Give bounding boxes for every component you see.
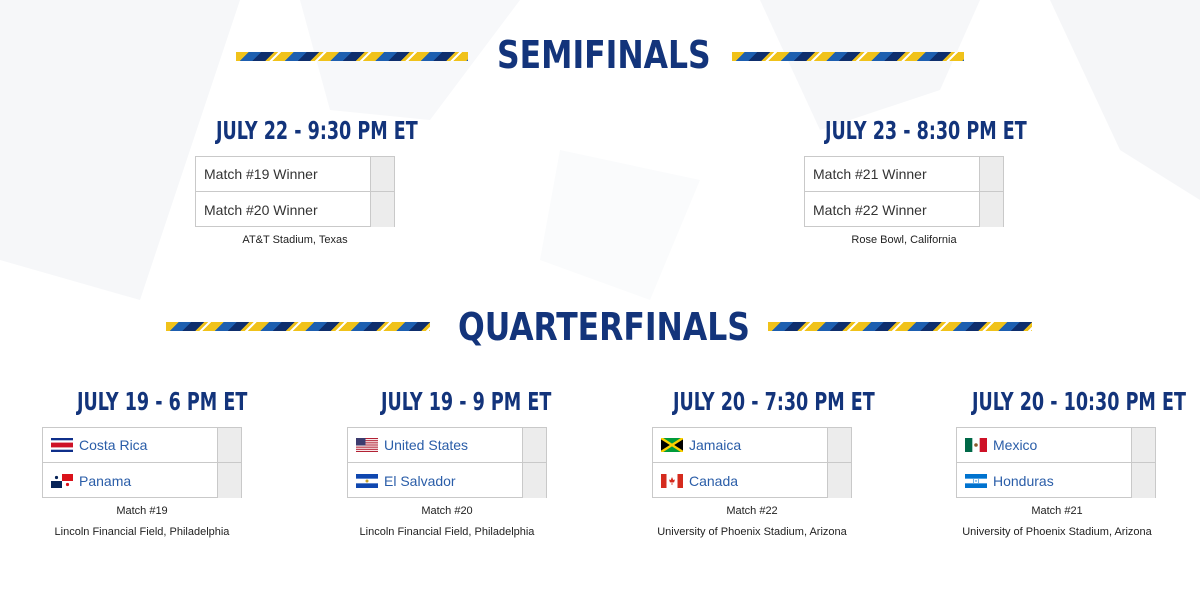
match-number-label: Match #20 <box>421 505 473 517</box>
score-cell <box>522 463 546 498</box>
score-cell <box>370 192 394 227</box>
score-cell <box>370 157 394 191</box>
team-row[interactable]: Mexico <box>957 428 1155 463</box>
team-name: Jamaica <box>689 437 742 453</box>
decorative-stripe-right <box>732 52 964 61</box>
quarterfinal-match-box[interactable]: Jamaica Canada <box>652 427 852 498</box>
team-row[interactable]: Honduras <box>957 463 1155 498</box>
decorative-stripe-left <box>236 52 468 61</box>
team-row[interactable]: Match #21 Winner <box>805 157 1003 192</box>
semifinal-match-box[interactable]: Match #21 Winner Match #22 Winner <box>804 156 1004 227</box>
honduras-flag-icon <box>965 473 987 488</box>
team-row[interactable]: Costa Rica <box>43 428 241 463</box>
team-name: Honduras <box>993 472 1054 489</box>
mexico-flag-icon <box>965 438 987 452</box>
team-name: Mexico <box>993 437 1038 453</box>
venue-label: University of Phoenix Stadium, Arizona <box>657 526 847 538</box>
semifinal-date: JULY 23 - 8:30 PM ET <box>825 116 1027 145</box>
semifinal-date: JULY 22 - 9:30 PM ET <box>216 116 418 145</box>
score-cell <box>217 428 241 462</box>
score-cell <box>979 157 1003 191</box>
quarterfinal-match-box[interactable]: Costa Rica Panama <box>42 427 242 498</box>
decorative-stripe-left <box>166 322 430 331</box>
canada-flag-icon <box>661 473 683 488</box>
team-name: United States <box>384 437 469 453</box>
team-name: Match #22 Winner <box>813 201 927 218</box>
team-row[interactable]: Jamaica <box>653 428 851 463</box>
quarterfinal-date: JULY 20 - 10:30 PM ET <box>972 387 1186 416</box>
score-cell <box>827 463 851 498</box>
jamaica-flag-icon <box>661 438 683 452</box>
team-name: Costa Rica <box>79 437 148 453</box>
team-row[interactable]: El Salvador <box>348 463 546 498</box>
quarterfinal-match-box[interactable]: Mexico Honduras <box>956 427 1156 498</box>
score-cell <box>217 463 241 498</box>
quarterfinals-title: QUARTERFINALS <box>458 305 750 349</box>
team-row[interactable]: Panama <box>43 463 241 498</box>
usa-flag-icon <box>356 438 378 452</box>
venue-label: Rose Bowl, California <box>851 234 957 246</box>
venue-label: University of Phoenix Stadium, Arizona <box>962 526 1152 538</box>
el-salvador-flag-icon <box>356 473 378 488</box>
team-row[interactable]: Canada <box>653 463 851 498</box>
costa-rica-flag-icon <box>51 438 73 452</box>
team-name: Canada <box>689 472 739 489</box>
decorative-stripe-right <box>768 322 1032 331</box>
team-name: Match #20 Winner <box>204 201 318 218</box>
panama-flag-icon <box>51 473 73 488</box>
team-name: Match #19 Winner <box>204 166 318 182</box>
score-cell <box>1131 428 1155 462</box>
team-row[interactable]: Match #19 Winner <box>196 157 394 192</box>
team-row[interactable]: United States <box>348 428 546 463</box>
match-number-label: Match #21 <box>1031 505 1083 517</box>
team-row[interactable]: Match #20 Winner <box>196 192 394 227</box>
quarterfinal-date: JULY 19 - 9 PM ET <box>381 387 552 416</box>
team-row[interactable]: Match #22 Winner <box>805 192 1003 227</box>
quarterfinal-date: JULY 19 - 6 PM ET <box>77 387 248 416</box>
score-cell <box>1131 463 1155 498</box>
venue-label: AT&T Stadium, Texas <box>242 234 348 246</box>
score-cell <box>827 428 851 462</box>
semifinals-title: SEMIFINALS <box>497 33 711 77</box>
match-number-label: Match #22 <box>726 505 778 517</box>
venue-label: Lincoln Financial Field, Philadelphia <box>54 526 230 538</box>
team-name: El Salvador <box>384 472 456 489</box>
team-name: Panama <box>79 472 132 489</box>
score-cell <box>979 192 1003 227</box>
score-cell <box>522 428 546 462</box>
semifinal-match-box[interactable]: Match #19 Winner Match #20 Winner <box>195 156 395 227</box>
match-number-label: Match #19 <box>116 505 168 517</box>
quarterfinal-match-box[interactable]: United States El Salvador <box>347 427 547 498</box>
venue-label: Lincoln Financial Field, Philadelphia <box>359 526 535 538</box>
team-name: Match #21 Winner <box>813 166 927 182</box>
quarterfinal-date: JULY 20 - 7:30 PM ET <box>673 387 875 416</box>
